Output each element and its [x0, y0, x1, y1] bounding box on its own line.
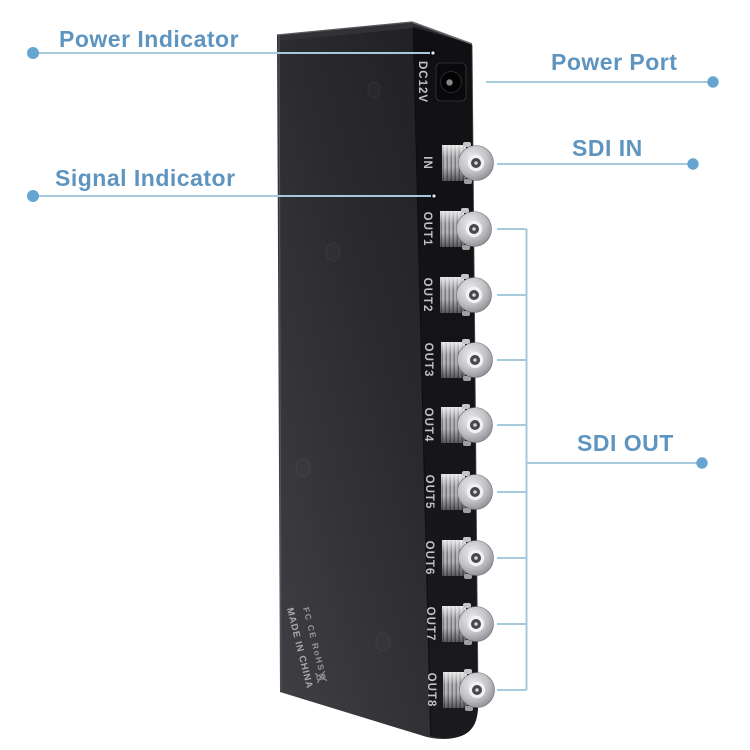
port-label-in: IN — [421, 156, 433, 170]
port-label-out2: OUT2 — [421, 278, 433, 313]
callout-lines — [38, 52, 709, 691]
top-edge-highlight — [276, 21, 413, 36]
callout-dots — [27, 47, 719, 469]
case-stamp-marks — [295, 81, 391, 652]
sdi-out-label: SDI OUT — [577, 430, 674, 456]
bnc-connector-in — [441, 141, 494, 185]
sdi-in-dot — [687, 158, 699, 170]
port-label-out8: OUT8 — [425, 673, 437, 708]
port-label-dc12v: DC12V — [416, 61, 428, 103]
bnc-connector-out6 — [441, 536, 494, 580]
panel-seam — [412, 26, 432, 737]
port-label-out1: OUT1 — [421, 212, 433, 247]
bnc-connector-out8 — [442, 668, 495, 712]
port-label-out3: OUT3 — [422, 343, 434, 378]
sdi-in-label: SDI IN — [572, 135, 643, 161]
power-indicator-dot — [27, 47, 39, 59]
signal-indicator-label: Signal Indicator — [55, 165, 236, 191]
sdi-out-dot — [696, 457, 708, 469]
signal-indicator-dot — [27, 190, 39, 202]
weee-bin-icon — [314, 670, 328, 684]
port-label-out4: OUT4 — [422, 408, 434, 443]
signal-led-indicator — [430, 192, 438, 200]
top-right-edge-highlight — [411, 21, 473, 45]
sdi-out-bracket — [497, 228, 697, 691]
bnc-connector-out1 — [439, 207, 492, 251]
bnc-connector-out7 — [441, 602, 494, 646]
device-top-bevel — [277, 22, 414, 41]
port-label-out7: OUT7 — [424, 607, 436, 642]
bnc-connector-out5 — [440, 470, 493, 514]
power-led-indicator — [429, 49, 437, 57]
bnc-connector-out3 — [440, 338, 493, 382]
port-label-out6: OUT6 — [423, 541, 435, 576]
power-indicator-label: Power Indicator — [59, 26, 240, 52]
left-edge-highlight — [278, 35, 282, 692]
device-body: DC12V IN OUT1 OUT2 OUT3 OUT4 OUT5 OUT6 O… — [276, 21, 495, 740]
dc-power-jack — [435, 62, 467, 102]
power-port-dot — [707, 76, 719, 88]
bnc-connector-out2 — [439, 273, 492, 317]
port-label-out5: OUT5 — [423, 475, 435, 510]
bnc-connector-out4 — [440, 403, 493, 447]
power-port-label: Power Port — [551, 49, 678, 75]
